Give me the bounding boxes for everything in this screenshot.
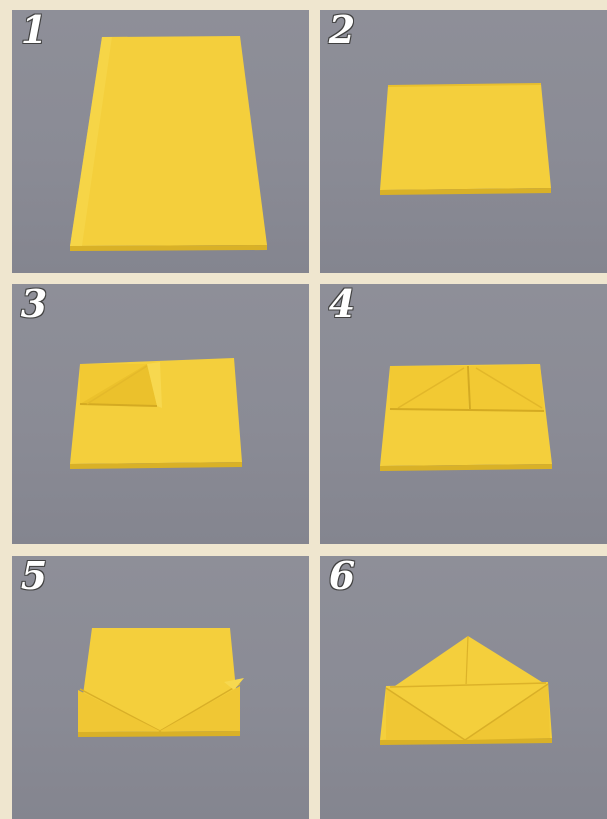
- step-panel-6: 6: [320, 556, 607, 819]
- step-panel-3: 3: [12, 284, 309, 544]
- step-number-6: 6: [324, 558, 360, 594]
- step-panel-4: 4: [320, 284, 607, 544]
- napkin-step-4-illustration: [320, 284, 607, 544]
- step-panel-1: 1: [12, 10, 309, 273]
- step-number-4: 4: [324, 286, 360, 322]
- step-panel-2: 2: [320, 10, 607, 273]
- napkin-step-2-illustration: [320, 10, 607, 273]
- napkin-step-3-illustration: [12, 284, 309, 544]
- step-number-5: 5: [16, 558, 52, 594]
- napkin-step-5-illustration: [12, 556, 309, 819]
- napkin-step-6-illustration: [320, 556, 607, 819]
- step-panel-5: 5: [12, 556, 309, 819]
- step-number-2: 2: [324, 12, 360, 48]
- step-number-3: 3: [16, 286, 52, 322]
- step-number-1: 1: [16, 12, 52, 48]
- napkin-step-1-illustration: [12, 10, 309, 273]
